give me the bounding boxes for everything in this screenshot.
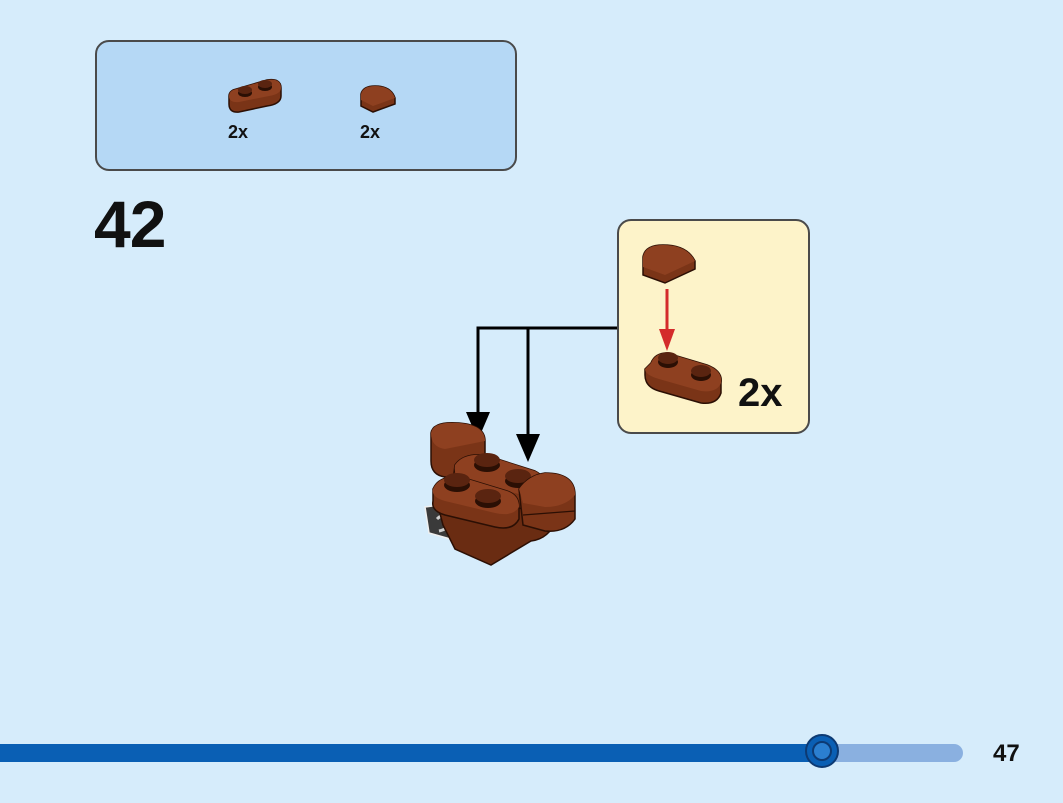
plate-1x2-rounded-icon <box>228 78 282 113</box>
step-number: 42 <box>94 187 166 261</box>
red-placement-arrow-icon <box>659 289 675 351</box>
model-assembly <box>424 421 576 566</box>
arrow-head-right <box>516 434 540 462</box>
part-qty-tile: 2x <box>360 122 381 142</box>
callout-subassembly: 2x <box>617 219 810 434</box>
progress-knob <box>805 734 839 768</box>
page-number: 47 <box>993 740 1020 767</box>
part-qty-plate: 2x <box>228 122 249 142</box>
progress-fill <box>0 744 822 762</box>
plate-1x2-rounded-icon <box>644 352 722 405</box>
callout-qty: 2x <box>738 371 783 415</box>
parts-list-box: 2x 2x <box>95 40 517 171</box>
arrow-head-left <box>466 412 490 440</box>
tile-round-half-icon <box>642 244 696 284</box>
arrow-line-left <box>476 326 617 418</box>
tile-round-half-icon <box>360 85 396 113</box>
progress-bar <box>0 734 963 768</box>
